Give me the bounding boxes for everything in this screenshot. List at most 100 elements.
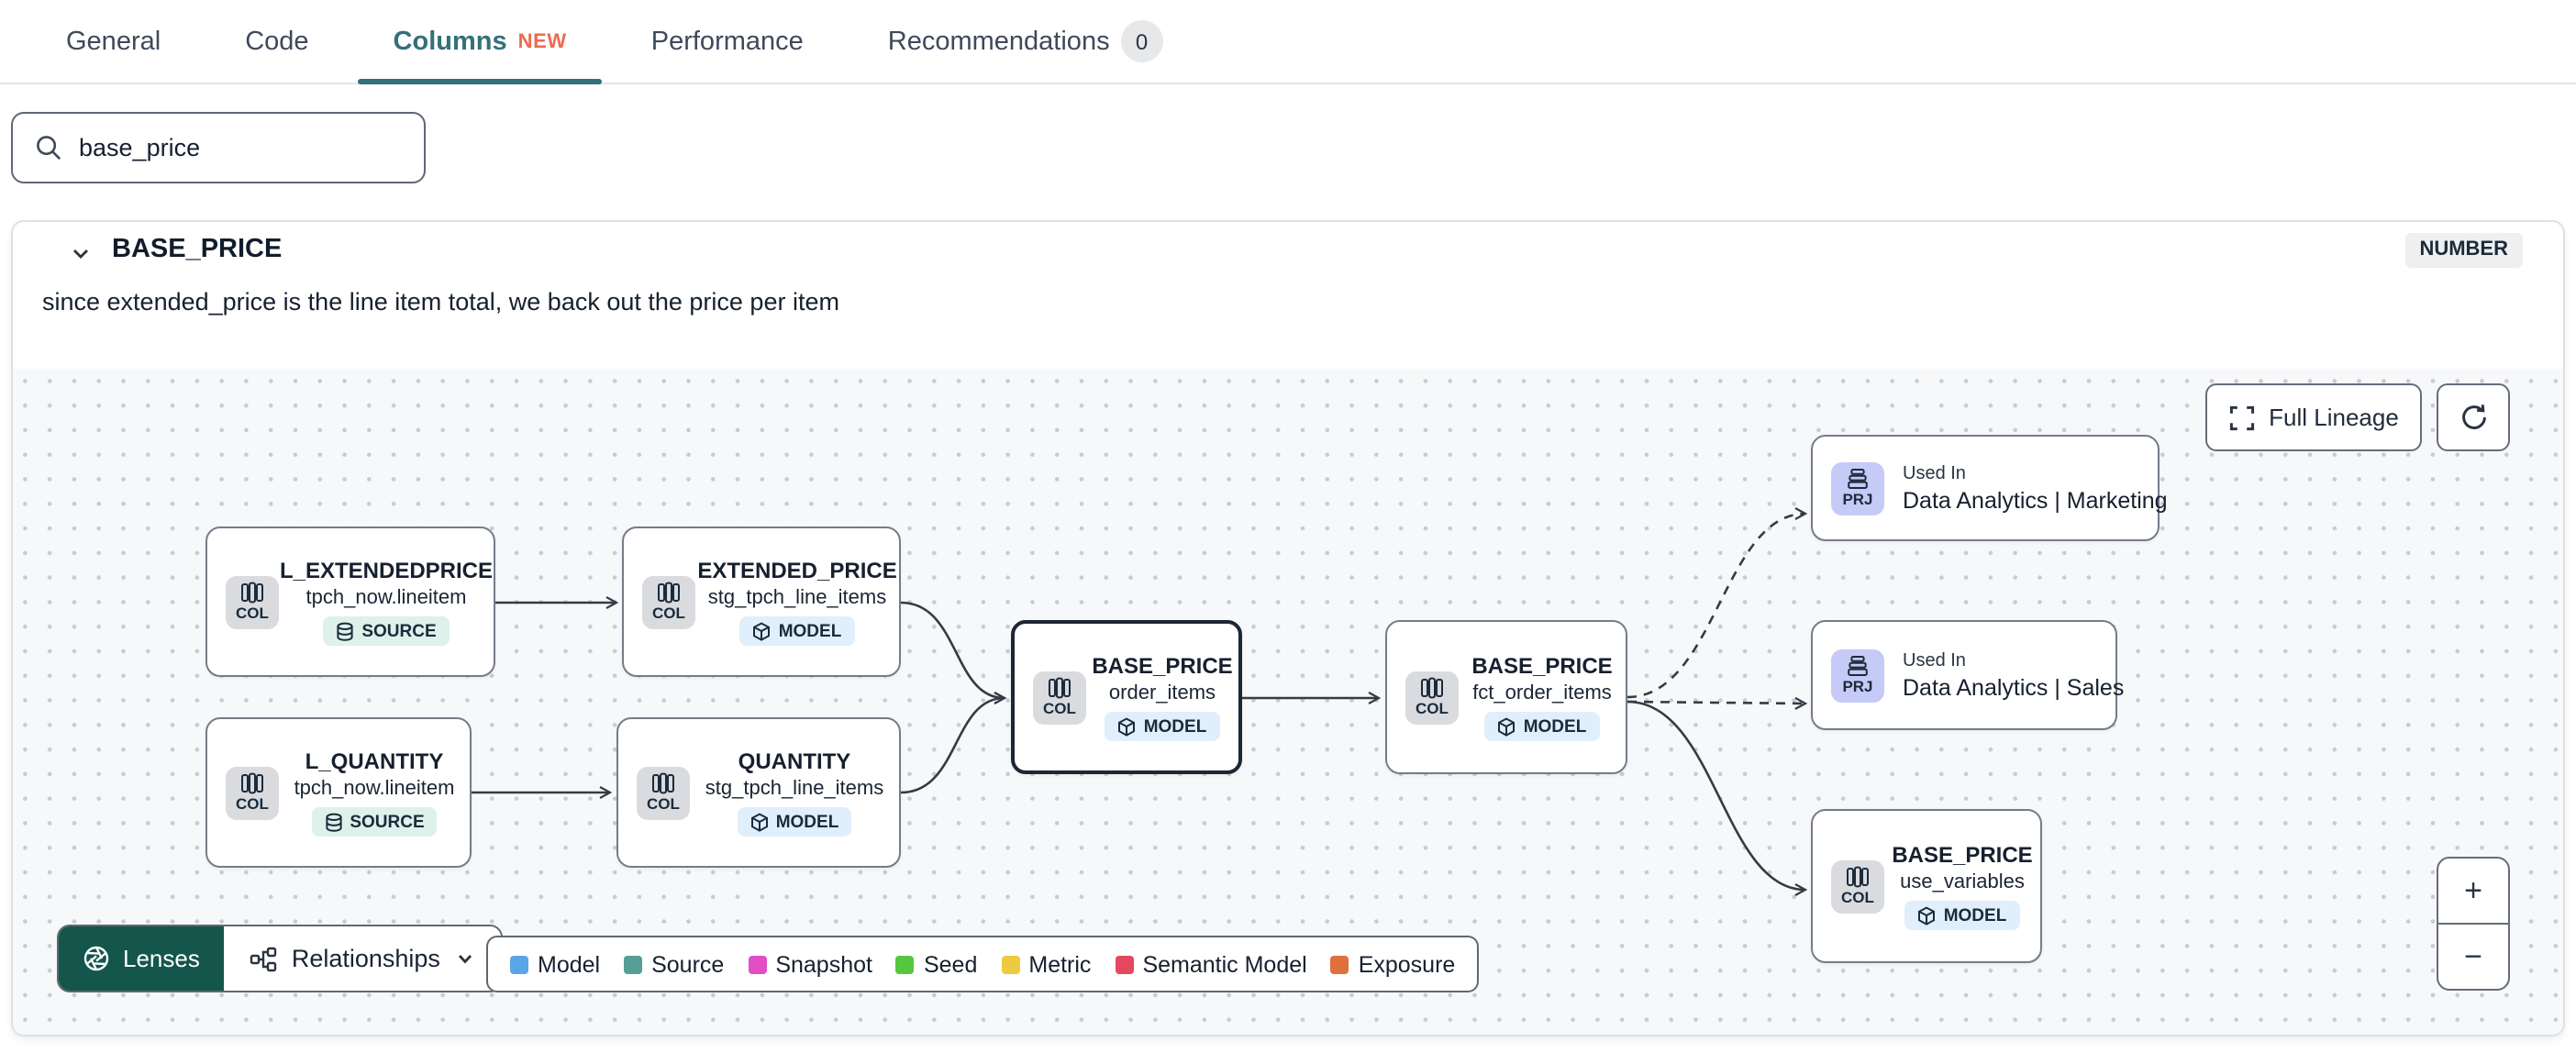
columns-icon: [241, 772, 263, 794]
lineage-node-used-in-sales[interactable]: PRJ Used In Data Analytics | Sales: [1811, 620, 2124, 730]
search-input[interactable]: [79, 134, 391, 161]
node-title: Data Analytics | Sales: [1903, 674, 2125, 700]
legend-label: Model: [538, 951, 601, 977]
legend-item-semantic-model: Semantic Model: [1115, 951, 1307, 977]
zoom-in-button[interactable]: +: [2464, 872, 2482, 907]
legend-label: Snapshot: [775, 951, 872, 977]
lenses-button[interactable]: Lenses: [59, 926, 224, 991]
model-pill: MODEL: [739, 616, 855, 646]
node-body: BASE_PRICE use_variables MODEL: [1892, 842, 2033, 930]
node-kicker: Used In: [1903, 650, 1966, 671]
node-subtitle: fct_order_items: [1472, 682, 1612, 704]
model-pill: MODEL: [1904, 901, 2020, 930]
full-lineage-button[interactable]: Full Lineage: [2205, 383, 2422, 451]
pill-label: SOURCE: [350, 812, 425, 832]
columns-icon: [658, 582, 680, 604]
legend-swatch: [1330, 955, 1349, 973]
chevron-down-icon: [458, 955, 472, 964]
count-badge: 0: [1120, 20, 1163, 62]
node-body: QUANTITY stg_tpch_line_items MODEL: [705, 748, 884, 837]
lineage-graph[interactable]: COL L_EXTENDEDPRICE tpch_now.lineitem SO…: [13, 369, 2563, 1035]
tab-general[interactable]: General: [31, 0, 195, 83]
node-body: BASE_PRICE fct_order_items MODEL: [1471, 653, 1613, 741]
col-badge: COL: [637, 766, 690, 819]
node-title: QUANTITY: [738, 748, 851, 774]
lineage-node-l-extendedprice[interactable]: COL L_EXTENDEDPRICE tpch_now.lineitem SO…: [205, 526, 495, 677]
tab-label: Performance: [650, 27, 804, 56]
columns-icon: [652, 772, 674, 794]
badge-label: COL: [647, 794, 680, 813]
legend-label: Seed: [923, 951, 978, 977]
col-badge: COL: [226, 766, 279, 819]
tab-code[interactable]: Code: [210, 0, 343, 83]
column-panel: BASE_PRICE NUMBER since extended_price i…: [11, 220, 2565, 1036]
legend-swatch: [1115, 955, 1134, 973]
search-box[interactable]: [11, 112, 426, 183]
legend-swatch: [895, 955, 915, 973]
lineage-legend: Model Source Snapshot Seed Metric Semant…: [486, 936, 1480, 992]
search-row: [0, 84, 2576, 183]
columns-icon: [1421, 677, 1443, 699]
node-title: Data Analytics | Marketing: [1903, 487, 2168, 513]
badge-label: COL: [236, 794, 269, 813]
lineage-node-quantity[interactable]: COL QUANTITY stg_tpch_line_items MODEL: [616, 717, 901, 868]
lineage-node-base-price-order-items[interactable]: COL BASE_PRICE order_items MODEL: [1011, 620, 1242, 774]
tab-performance[interactable]: Performance: [616, 0, 838, 83]
badge-label: COL: [1841, 888, 1874, 906]
lens-toolbar: Lenses Relationships: [57, 925, 503, 992]
lineage-node-l-quantity[interactable]: COL L_QUANTITY tpch_now.lineitem SOURCE: [205, 717, 472, 868]
lineage-node-extended-price[interactable]: COL EXTENDED_PRICE stg_tpch_line_items M…: [622, 526, 901, 677]
cube-icon: [1118, 716, 1136, 736]
node-title: BASE_PRICE: [1092, 653, 1233, 679]
source-pill: SOURCE: [311, 807, 438, 837]
node-title: BASE_PRICE: [1892, 842, 2033, 868]
badge-label: PRJ: [1842, 677, 1873, 695]
full-lineage-label: Full Lineage: [2269, 404, 2399, 431]
collapse-chevron-icon[interactable]: [68, 240, 94, 266]
pill-label: MODEL: [778, 621, 842, 641]
node-subtitle: stg_tpch_line_items: [705, 778, 884, 800]
col-badge: COL: [1033, 671, 1086, 724]
legend-label: Semantic Model: [1142, 951, 1307, 977]
prj-badge: PRJ: [1831, 461, 1884, 515]
node-title: BASE_PRICE: [1471, 653, 1613, 679]
zoom-out-button[interactable]: −: [2464, 938, 2482, 973]
col-badge: COL: [226, 575, 279, 628]
model-pill: MODEL: [737, 807, 852, 837]
column-type-badge: NUMBER: [2404, 233, 2523, 268]
lenses-label: Lenses: [123, 945, 200, 972]
col-badge: COL: [642, 575, 695, 628]
relationships-label: Relationships: [291, 945, 440, 972]
column-name: BASE_PRICE: [112, 235, 283, 264]
aperture-icon: [83, 946, 109, 971]
pill-label: MODEL: [1523, 716, 1587, 737]
database-icon: [325, 812, 341, 831]
pill-label: MODEL: [775, 812, 839, 832]
database-icon: [337, 621, 353, 640]
node-title: L_EXTENDEDPRICE: [279, 558, 494, 583]
tab-recommendations[interactable]: Recommendations 0: [853, 0, 1198, 83]
columns-icon: [241, 582, 263, 604]
lineage-node-base-price-use-variables[interactable]: COL BASE_PRICE use_variables MODEL: [1811, 809, 2042, 963]
lineage-node-used-in-marketing[interactable]: PRJ Used In Data Analytics | Marketing: [1811, 435, 2168, 541]
node-body: EXTENDED_PRICE stg_tpch_line_items MODEL: [697, 558, 897, 646]
expand-icon: [2229, 405, 2254, 430]
project-stack-icon: [1848, 469, 1868, 490]
relationships-dropdown[interactable]: Relationships: [223, 926, 501, 991]
legend-swatch: [1001, 955, 1020, 973]
node-body: Used In Data Analytics | Sales: [1903, 650, 2124, 700]
legend-item-model: Model: [510, 951, 600, 977]
lineage-node-base-price-fct-order-items[interactable]: COL BASE_PRICE fct_order_items MODEL: [1385, 620, 1627, 774]
cube-icon: [750, 812, 768, 831]
node-subtitle: tpch_now.lineitem: [294, 778, 455, 800]
node-body: BASE_PRICE order_items MODEL: [1092, 653, 1233, 741]
tab-columns[interactable]: Columns NEW: [358, 0, 602, 84]
refresh-icon: [2461, 405, 2485, 429]
cube-icon: [1918, 905, 1936, 925]
col-badge: COL: [1405, 671, 1459, 724]
legend-swatch: [748, 955, 767, 973]
zoom-divider: [2438, 923, 2508, 925]
node-title: EXTENDED_PRICE: [697, 558, 897, 583]
legend-item-snapshot: Snapshot: [748, 951, 872, 977]
refresh-button[interactable]: [2437, 383, 2510, 451]
